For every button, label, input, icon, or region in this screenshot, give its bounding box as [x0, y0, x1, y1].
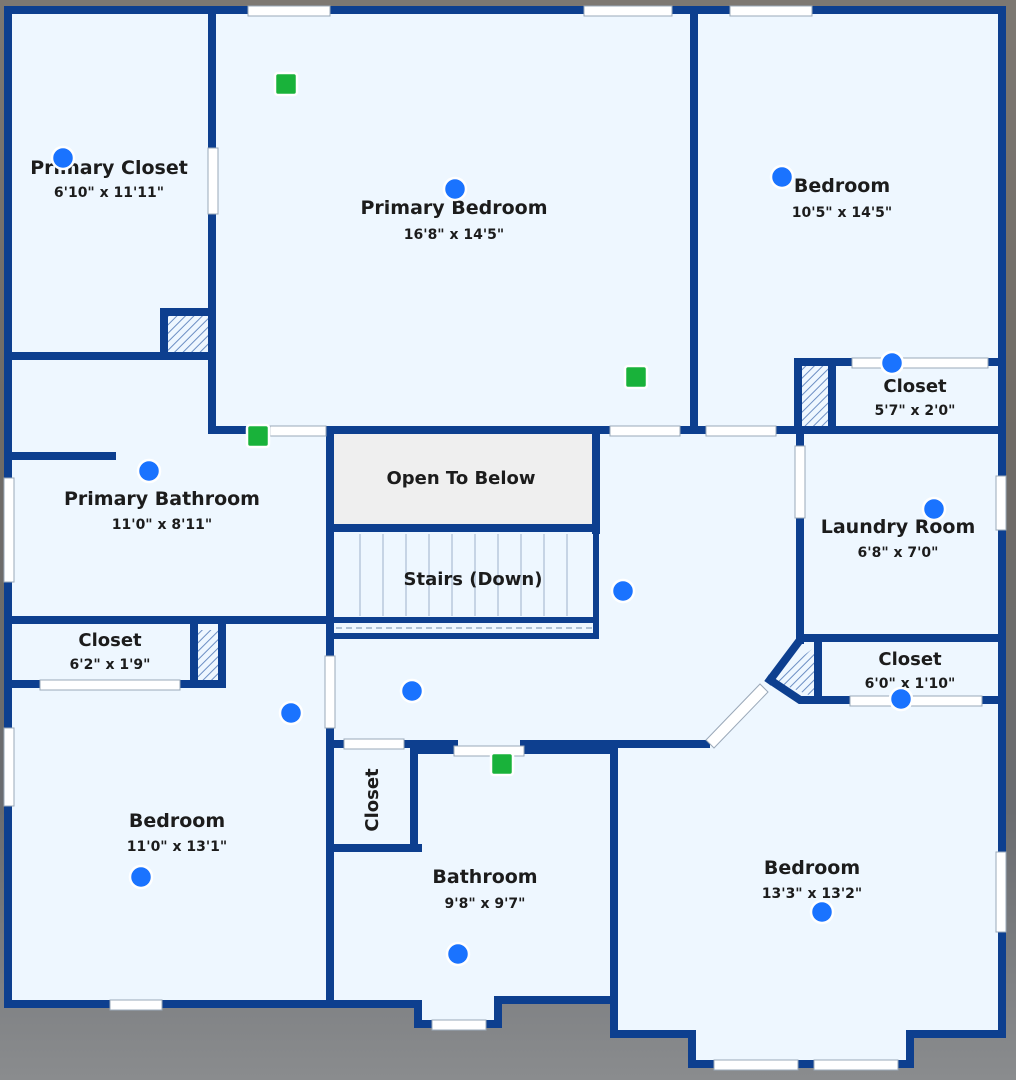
- label-laundry-room: Laundry Room: [821, 516, 976, 538]
- window-west-1: [3, 477, 15, 583]
- label-closet-w: Closet: [78, 630, 142, 651]
- door-primary-bedroom-hall: [609, 425, 681, 437]
- floor-area: [8, 10, 1002, 1064]
- dim-primary-bathroom: 11'0" x 8'11": [112, 517, 212, 533]
- green-marker-bathroom-door[interactable]: [489, 751, 515, 777]
- window-bottom-3: [713, 1059, 799, 1071]
- label-open-to-below: Open To Below: [386, 468, 535, 489]
- dim-closet-w: 6'2" x 1'9": [70, 657, 151, 673]
- photo-markers[interactable]: [50, 71, 947, 967]
- hatched-chases: [166, 314, 828, 698]
- door-hall-closet: [343, 738, 405, 750]
- label-primary-bedroom: Primary Bedroom: [360, 197, 547, 219]
- green-marker-primary-bedroom-nw[interactable]: [273, 71, 299, 97]
- openings: [3, 5, 1007, 1071]
- room-floors: [8, 10, 1002, 1064]
- door-primary-closet: [207, 147, 219, 215]
- window-west-2: [3, 727, 15, 807]
- label-bedroom-se: Bedroom: [764, 857, 860, 879]
- window-top-3: [729, 5, 813, 17]
- stair-treads: [359, 534, 568, 616]
- label-bedroom-sw: Bedroom: [129, 810, 225, 832]
- wall-diagonal-upper: [764, 634, 806, 686]
- green-marker-primary-bedroom-se[interactable]: [623, 364, 649, 390]
- chase-1: [166, 314, 210, 354]
- dim-bedroom-sw: 11'0" x 13'1": [127, 839, 227, 855]
- photo-marker-primary-bathroom[interactable]: [136, 458, 162, 484]
- window-bottom-4: [813, 1059, 899, 1071]
- photo-marker-upper-hall[interactable]: [610, 578, 636, 604]
- chase-3: [196, 630, 222, 680]
- label-primary-bathroom: Primary Bathroom: [64, 488, 260, 510]
- door-closet-ne: [851, 357, 989, 369]
- photo-marker-hall[interactable]: [399, 678, 425, 704]
- wall-closet-e-angle: [764, 674, 822, 704]
- dim-primary-bedroom: 16'8" x 14'5": [404, 227, 504, 243]
- photo-marker-bathroom[interactable]: [445, 941, 471, 967]
- photo-marker-bedroom-ne[interactable]: [769, 164, 795, 190]
- label-bathroom: Bathroom: [432, 866, 537, 888]
- wall-chase-1: [160, 308, 216, 360]
- room-labels: Primary Closet 6'10" x 11'11" Primary Be…: [30, 157, 975, 912]
- photo-marker-closet-e[interactable]: [888, 686, 914, 712]
- photo-marker-bedroom-sw-door[interactable]: [278, 700, 304, 726]
- door-primary-bath: [269, 425, 327, 437]
- photo-marker-bedroom-se[interactable]: [809, 899, 835, 925]
- door-closet-e: [849, 695, 983, 707]
- label-closet-hall: Closet: [362, 768, 383, 832]
- photo-marker-primary-closet[interactable]: [50, 145, 76, 171]
- dim-closet-ne: 5'7" x 2'0": [875, 403, 956, 419]
- dim-bedroom-se: 13'3" x 13'2": [762, 886, 862, 902]
- walls: [4, 6, 1006, 1068]
- dim-primary-closet: 6'10" x 11'11": [54, 185, 164, 201]
- window-top-1: [247, 5, 331, 17]
- window-bottom-2: [431, 1019, 487, 1031]
- label-closet-ne: Closet: [883, 376, 947, 397]
- dim-laundry-room: 6'8" x 7'0": [858, 545, 939, 561]
- dim-bedroom-ne: 10'5" x 14'5": [792, 205, 892, 221]
- open-to-below-area: [334, 434, 592, 524]
- door-ne-bedroom-hall: [705, 425, 777, 437]
- outer-wall: [4, 6, 1006, 1068]
- dim-closet-e: 6'0" x 1'10": [865, 676, 956, 692]
- photo-marker-primary-bedroom[interactable]: [442, 176, 468, 202]
- label-bedroom-ne: Bedroom: [794, 175, 890, 197]
- photo-marker-laundry-room[interactable]: [921, 496, 947, 522]
- window-top-2: [583, 5, 673, 17]
- window-bottom-1: [109, 999, 163, 1011]
- window-east-1: [995, 475, 1007, 531]
- dim-bathroom: 9'8" x 9'7": [445, 896, 526, 912]
- door-bathroom: [453, 745, 525, 757]
- door-closet-w: [39, 679, 181, 691]
- chase-2: [802, 364, 828, 426]
- photo-marker-bedroom-sw[interactable]: [128, 864, 154, 890]
- door-bedroom-se: [705, 683, 769, 749]
- photo-marker-closet-ne[interactable]: [879, 350, 905, 376]
- window-east-2: [995, 851, 1007, 933]
- door-laundry: [794, 445, 806, 519]
- green-marker-primary-bath-door[interactable]: [245, 423, 271, 449]
- label-stairs: Stairs (Down): [404, 569, 543, 590]
- label-closet-e: Closet: [878, 649, 942, 670]
- chase-4: [772, 646, 816, 698]
- door-bedroom-sw: [324, 655, 336, 729]
